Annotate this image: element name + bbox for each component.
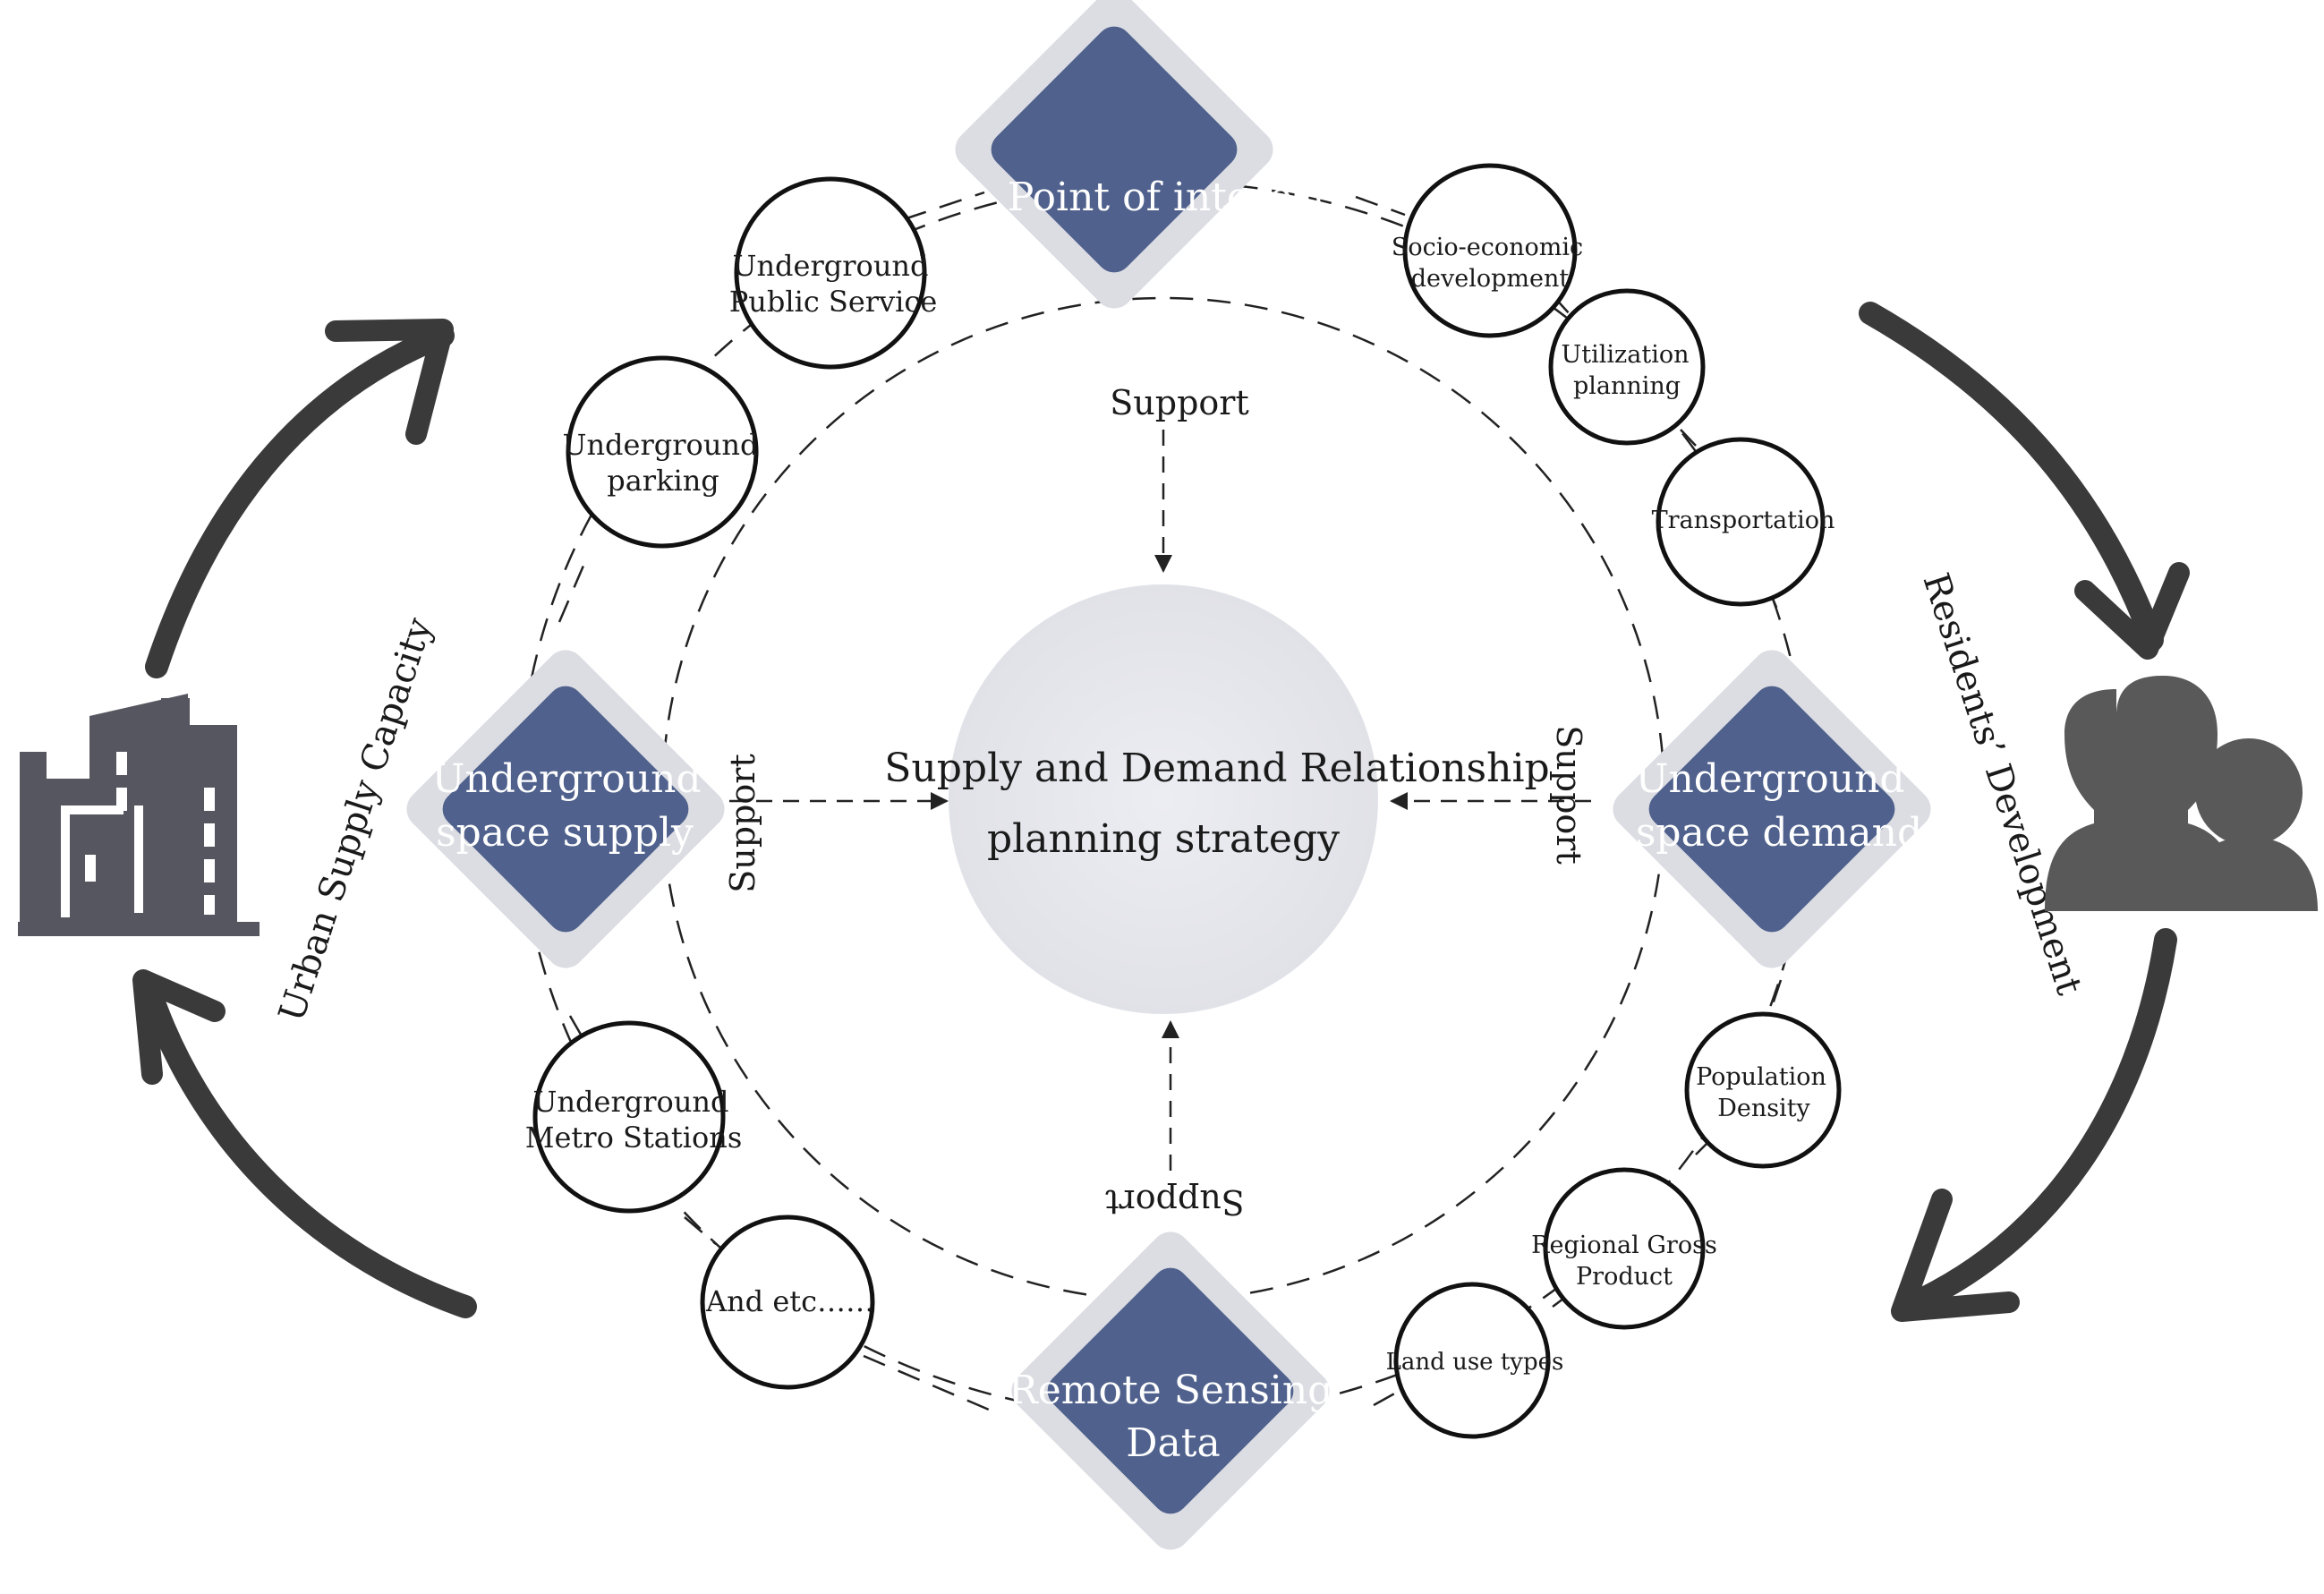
center-circle (949, 584, 1378, 1014)
diamond-remote-sensing-data: Remote Sensing Data (1009, 1232, 1333, 1550)
svg-text:Product: Product (1576, 1263, 1673, 1291)
diamond-right-line1: Underground (1635, 756, 1904, 802)
demand-item: Transportation (1652, 437, 1835, 607)
svg-text:Underground: Underground (562, 428, 758, 462)
svg-text:Density: Density (1717, 1095, 1810, 1122)
support-label-top: Support (1110, 383, 1248, 422)
support-label-bottom: Support (1105, 1182, 1244, 1222)
diamond-bottom-line1: Remote Sensing (1009, 1368, 1333, 1413)
supply-item: Underground Metro Stations (525, 1020, 743, 1214)
diamond-right-line2: space demand (1636, 810, 1922, 856)
diamond-point-of-interest: Point of interest (955, 0, 1329, 309)
demand-item: Socio-economic development (1392, 163, 1583, 338)
supply-item: Underground parking (562, 355, 759, 549)
diamond-underground-space-supply: Underground space supply (406, 650, 725, 968)
center-title-line2: planning strategy (987, 816, 1340, 862)
cycle-arrow-bottom-left (132, 969, 477, 1318)
center-title-line1: Supply and Demand Relationship (884, 746, 1549, 791)
svg-text:And etc……: And etc…… (705, 1284, 874, 1318)
cycle-arrow-top-right (1859, 302, 2190, 660)
svg-text:Socio-economic: Socio-economic (1392, 234, 1583, 261)
svg-text:Transportation: Transportation (1652, 507, 1835, 534)
demand-item: Utilization planning (1548, 288, 1706, 446)
demand-item: Population Density (1684, 1011, 1842, 1169)
people-icon (2045, 676, 2318, 911)
support-label-right: Support (1549, 725, 1588, 864)
demand-item: Land use types (1386, 1282, 1564, 1439)
svg-text:development: development (1411, 265, 1570, 293)
svg-text:planning: planning (1573, 372, 1681, 400)
diamond-bottom-line2: Data (1126, 1420, 1220, 1466)
diamond-underground-space-demand: Underground space demand (1613, 650, 1931, 968)
svg-text:Metro Stations: Metro Stations (525, 1121, 743, 1155)
svg-text:Utilization: Utilization (1562, 341, 1690, 369)
building-icon (18, 694, 260, 936)
side-label-residents-development: Residents’ Development (1914, 568, 2090, 1000)
cycle-arrow-top-left (145, 319, 455, 678)
supply-item: And etc…… (700, 1215, 875, 1390)
svg-text:Public Service: Public Service (729, 285, 938, 319)
svg-text:Population: Population (1696, 1063, 1826, 1091)
supply-connectors (558, 191, 990, 1411)
support-label-left: Support (723, 754, 762, 892)
demand-item: Regional Gross Product (1531, 1167, 1717, 1330)
diamond-left-line2: space supply (436, 810, 694, 856)
svg-text:Underground: Underground (532, 1085, 728, 1119)
diamond-left-line1: Underground (431, 756, 701, 802)
svg-text:Land use types: Land use types (1386, 1349, 1564, 1376)
svg-text:Underground: Underground (732, 249, 928, 283)
supply-item: Underground Public Service (729, 176, 938, 370)
svg-text:Regional Gross: Regional Gross (1531, 1232, 1717, 1259)
cycle-arrow-bottom-right (1891, 928, 2177, 1322)
svg-text:parking: parking (607, 464, 719, 498)
diamond-top-text: Point of interest (1008, 175, 1329, 220)
